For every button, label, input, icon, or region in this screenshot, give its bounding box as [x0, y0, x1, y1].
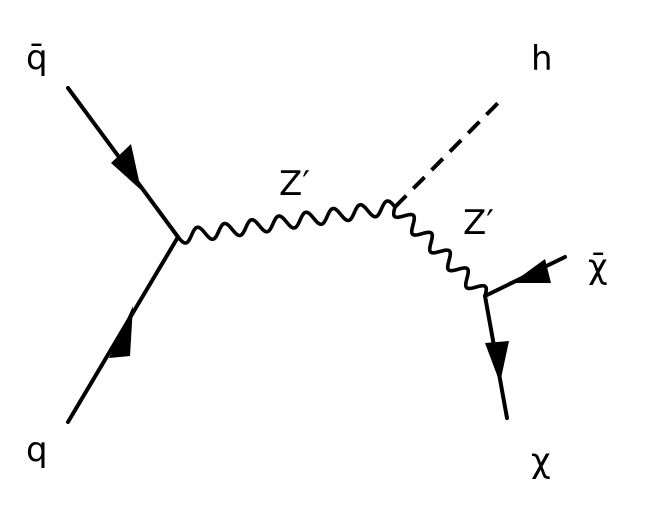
higgs-dashed-line: [393, 101, 500, 209]
chi-arrow: [485, 341, 509, 383]
antiquark-arrow: [111, 144, 141, 190]
chi-label: χ: [531, 441, 551, 481]
zprime-propagator-wave: [176, 199, 397, 245]
anti-chi-label: χ̄: [588, 247, 608, 287]
higgs-label: h: [531, 39, 553, 79]
zprime-propagator-label: Z′: [279, 164, 310, 204]
quark-label: q: [26, 430, 48, 470]
anti-chi-arrow: [512, 259, 551, 283]
zprime-outgoing-wave: [391, 205, 489, 298]
antiquark-label: q̄: [26, 38, 48, 78]
quark-arrow: [109, 306, 133, 358]
zprime-outgoing-label: Z′: [463, 203, 494, 243]
